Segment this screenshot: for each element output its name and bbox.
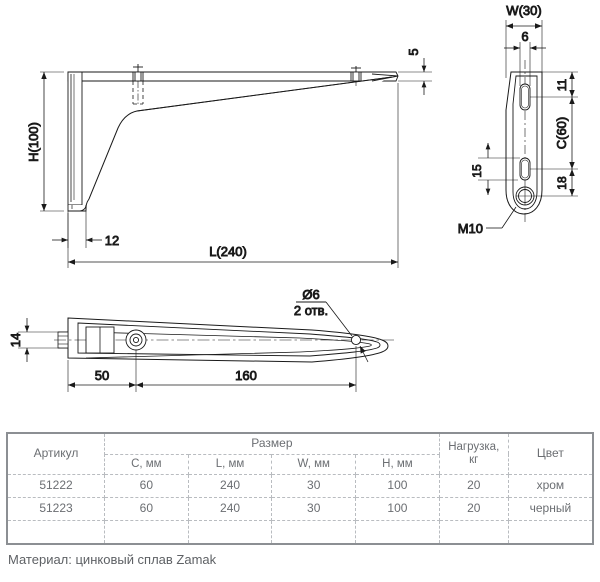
cell-color: хром: [508, 474, 592, 498]
header-size-group: Размер: [104, 434, 440, 455]
cell-w: 30: [271, 497, 357, 521]
cell-h: 100: [355, 497, 440, 521]
dim-width-W: W(30): [505, 3, 543, 78]
cell-load: 20: [439, 497, 509, 521]
dim-label-height: H(100): [26, 122, 41, 162]
dim-label-plan-160: 160: [235, 368, 257, 383]
dim-plan-50: 50: [67, 350, 137, 392]
cell-empty: [508, 521, 592, 544]
dim-label-plan-thickness: 14: [8, 333, 23, 347]
callout-label-qty: 2 отв.: [294, 303, 328, 318]
table-row: 51223 60 240 30 100 20 черный: [8, 497, 592, 521]
cell-h: 100: [355, 474, 440, 498]
end-view-geometry: [505, 60, 543, 222]
dim-thickness-5: 5: [398, 48, 432, 95]
drawing-canvas: H(100) 5 12: [8, 3, 578, 392]
dim-center-C: C(60): [530, 97, 578, 170]
spec-table-container: Артикул Размер Нагрузка, кг Цвет C, мм L…: [6, 432, 594, 545]
dim-lower-slot-15: 15: [470, 143, 520, 195]
cell-w: 30: [271, 474, 357, 498]
cell-empty: [271, 520, 357, 543]
dim-label-top-offset: 11: [555, 78, 569, 91]
cell-c: 60: [104, 497, 189, 521]
cell-empty: [355, 520, 440, 543]
header-c: C, мм: [104, 454, 189, 476]
dim-plan-160: 160: [136, 346, 357, 392]
dim-plan-thickness-14: 14: [8, 318, 60, 362]
dim-label-plan-50: 50: [95, 368, 109, 383]
material-note: Материал: цинковый сплав Zamak: [8, 552, 217, 567]
header-color: Цвет: [508, 434, 592, 475]
dim-label-lower-slot: 15: [470, 164, 484, 178]
dim-length-L: L(240): [67, 83, 399, 268]
header-load: Нагрузка, кг: [439, 434, 509, 475]
dim-label-center: C(60): [554, 117, 569, 150]
header-article: Артикул: [8, 434, 105, 475]
table-header-row-2: C, мм L, мм W, мм H, мм: [8, 454, 592, 476]
dim-top-offset-11: 11: [530, 71, 578, 98]
dim-lip-12: 12: [52, 211, 120, 248]
callout-label-dia: Ø6: [302, 287, 319, 302]
cell-color: черный: [508, 497, 592, 521]
header-h: H, мм: [355, 454, 440, 476]
cell-c: 60: [104, 474, 189, 498]
cell-empty: [439, 520, 509, 543]
dim-height-H: H(100): [26, 71, 64, 212]
dim-label-width: W(30): [506, 3, 541, 18]
spec-table: Артикул Размер Нагрузка, кг Цвет C, мм L…: [8, 434, 592, 543]
side-view-geometry: [67, 71, 399, 212]
callout-thread-M10: M10: [457, 206, 517, 236]
table-header-row-1: Артикул Размер Нагрузка, кг Цвет: [8, 434, 592, 475]
cell-empty: [8, 520, 105, 543]
dim-label-slot-width: 6: [521, 29, 528, 44]
cell-article: 51223: [8, 497, 105, 521]
dim-label-thickness: 5: [406, 48, 421, 55]
side-view-rivet-2: [350, 66, 362, 88]
table-row: 51222 60 240 30 100 20 хром: [8, 474, 592, 498]
plan-view-geometry: [54, 317, 396, 363]
cell-l: 240: [188, 474, 273, 498]
header-w: W, мм: [271, 454, 357, 476]
dim-slot-width-6: 6: [504, 29, 546, 86]
table-empty-row: [8, 520, 592, 544]
callout-hole-dia: Ø6 2 отв.: [293, 287, 369, 363]
dim-label-length: L(240): [209, 244, 247, 259]
callout-label-M10: M10: [458, 221, 483, 236]
header-load-line2: кг: [469, 454, 479, 466]
header-l: L, мм: [188, 454, 273, 476]
cell-empty: [104, 520, 189, 543]
side-view-rivet-1: [132, 64, 144, 105]
dim-label-lip: 12: [105, 233, 119, 248]
cell-empty: [188, 520, 273, 543]
dim-label-bottom-offset: 18: [555, 176, 569, 190]
dim-bottom-offset-18: 18: [534, 169, 578, 197]
cell-l: 240: [188, 497, 273, 521]
cell-load: 20: [439, 474, 509, 498]
header-load-line1: Нагрузка,: [448, 440, 500, 453]
cell-article: 51222: [8, 474, 105, 498]
